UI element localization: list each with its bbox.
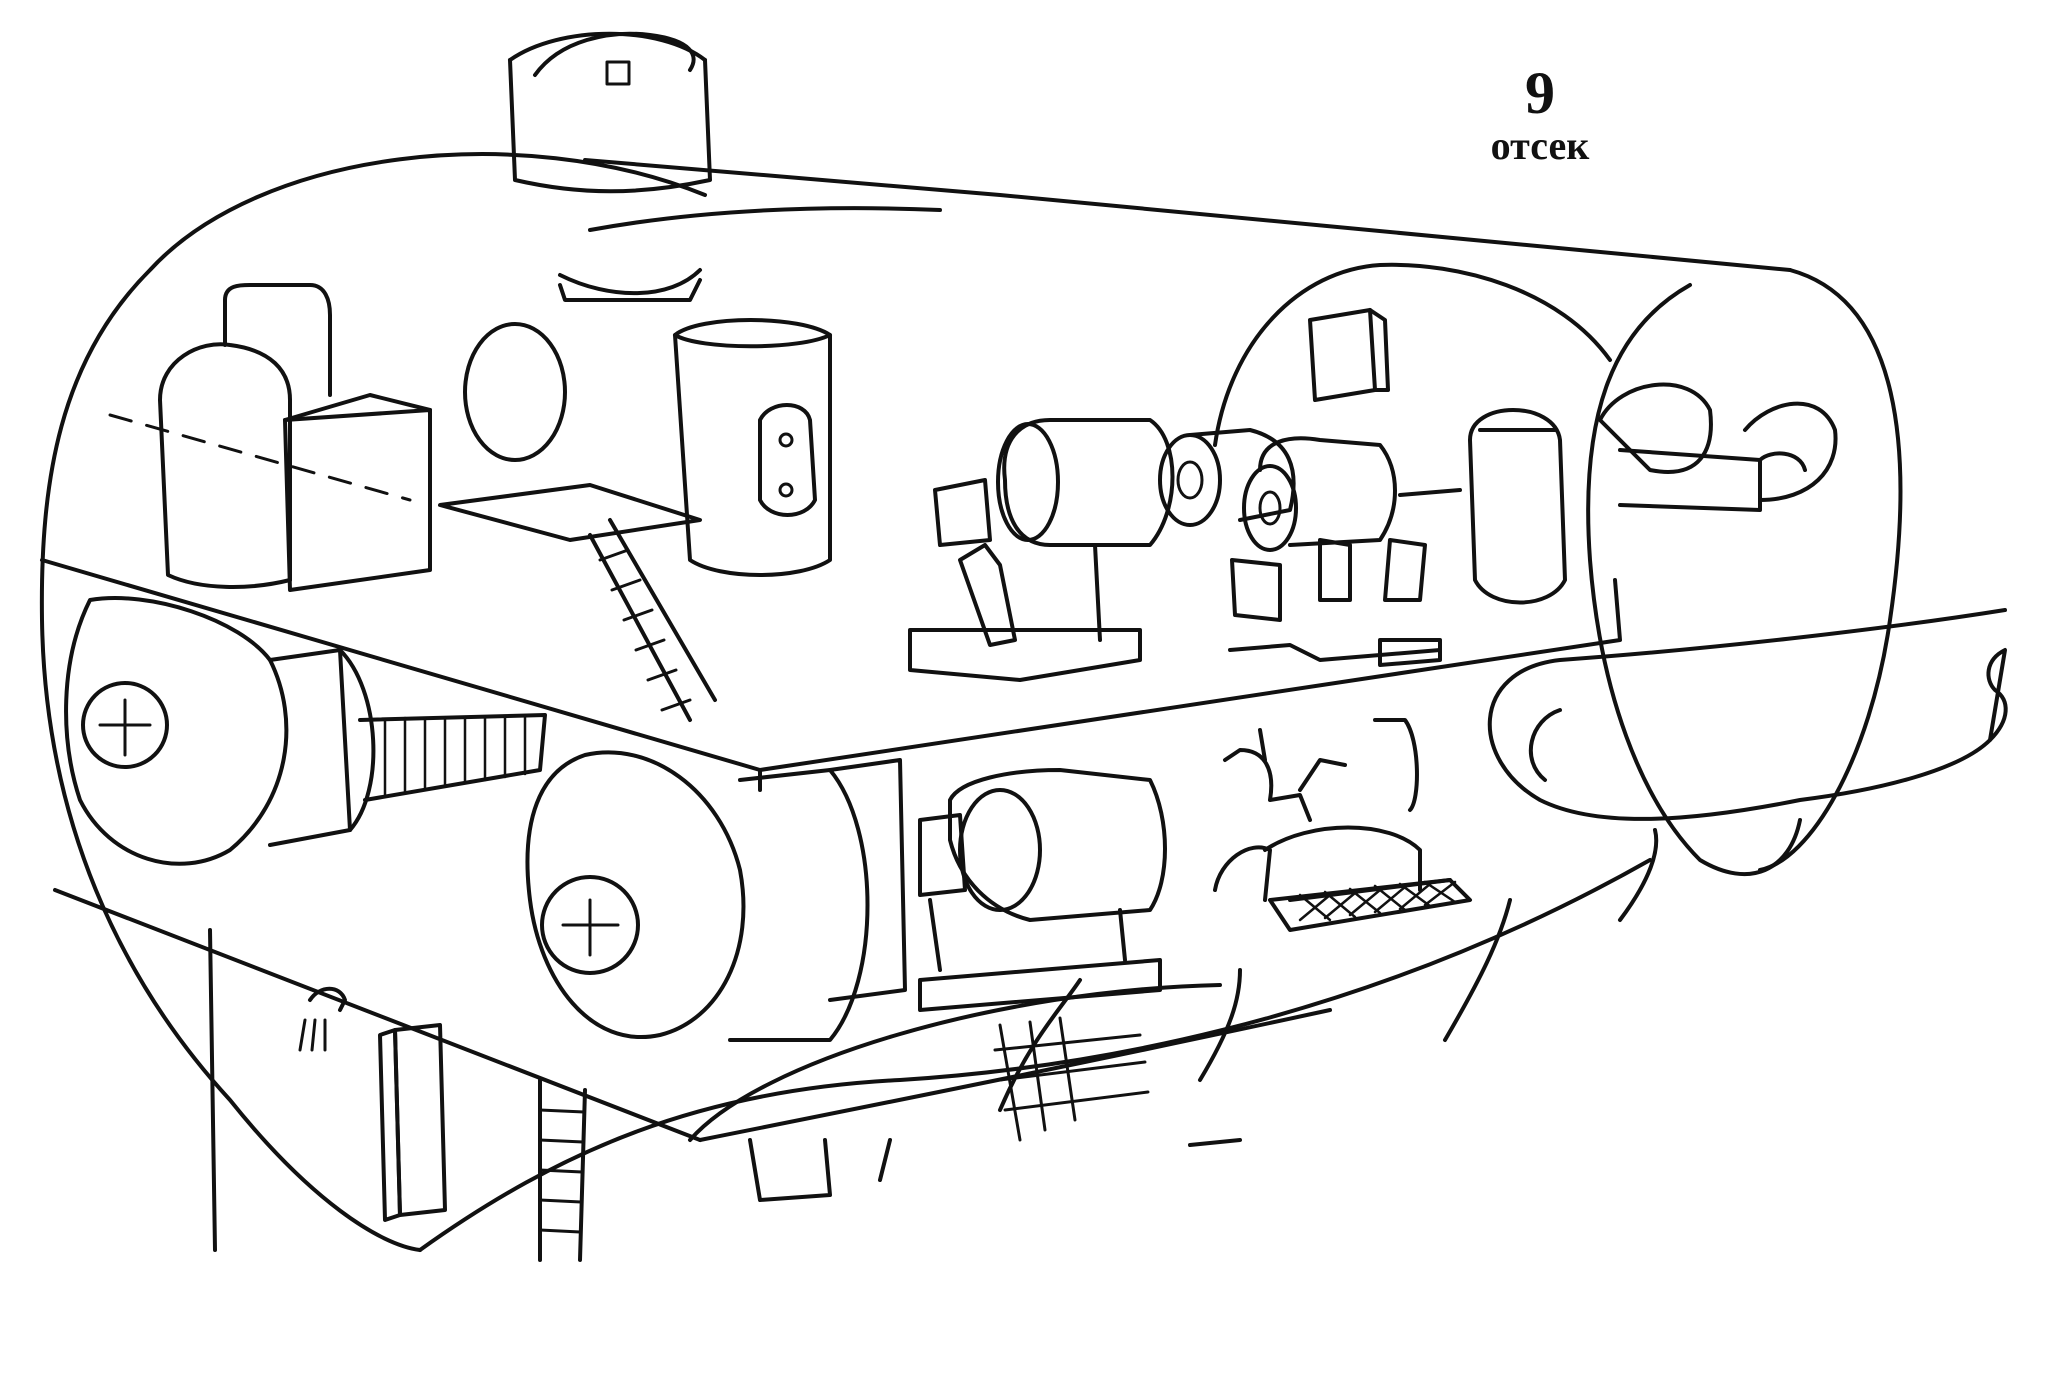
lower-hatches [748,1016,1242,1202]
lower-gear-grating [1213,718,1472,932]
lower-door [298,986,447,1222]
exhaust-pipe [1487,608,2008,821]
flywheel-center [525,750,907,1042]
middle-deck [53,888,1332,1252]
compartment-word: отсек [1490,123,1590,168]
compartment-label: 9 отсек [1420,62,1660,168]
tank-cluster [108,283,432,592]
lower-motor [918,768,1167,1012]
flywheel-left [64,596,547,866]
propeller-shaft [1598,382,1838,512]
wall-box [1308,308,1390,402]
right-tank [1468,408,1567,605]
hull-outline [39,152,1903,1252]
platform-ladder [438,483,717,722]
porthole [463,322,567,462]
upper-deck [40,558,1622,792]
hatch-tower [508,31,712,302]
upper-motor-right [1158,428,1462,667]
lower-ladder [538,1078,587,1262]
compartment-number: 9 [1525,60,1555,126]
boiler [673,318,832,577]
upper-motor-left [908,418,1175,682]
